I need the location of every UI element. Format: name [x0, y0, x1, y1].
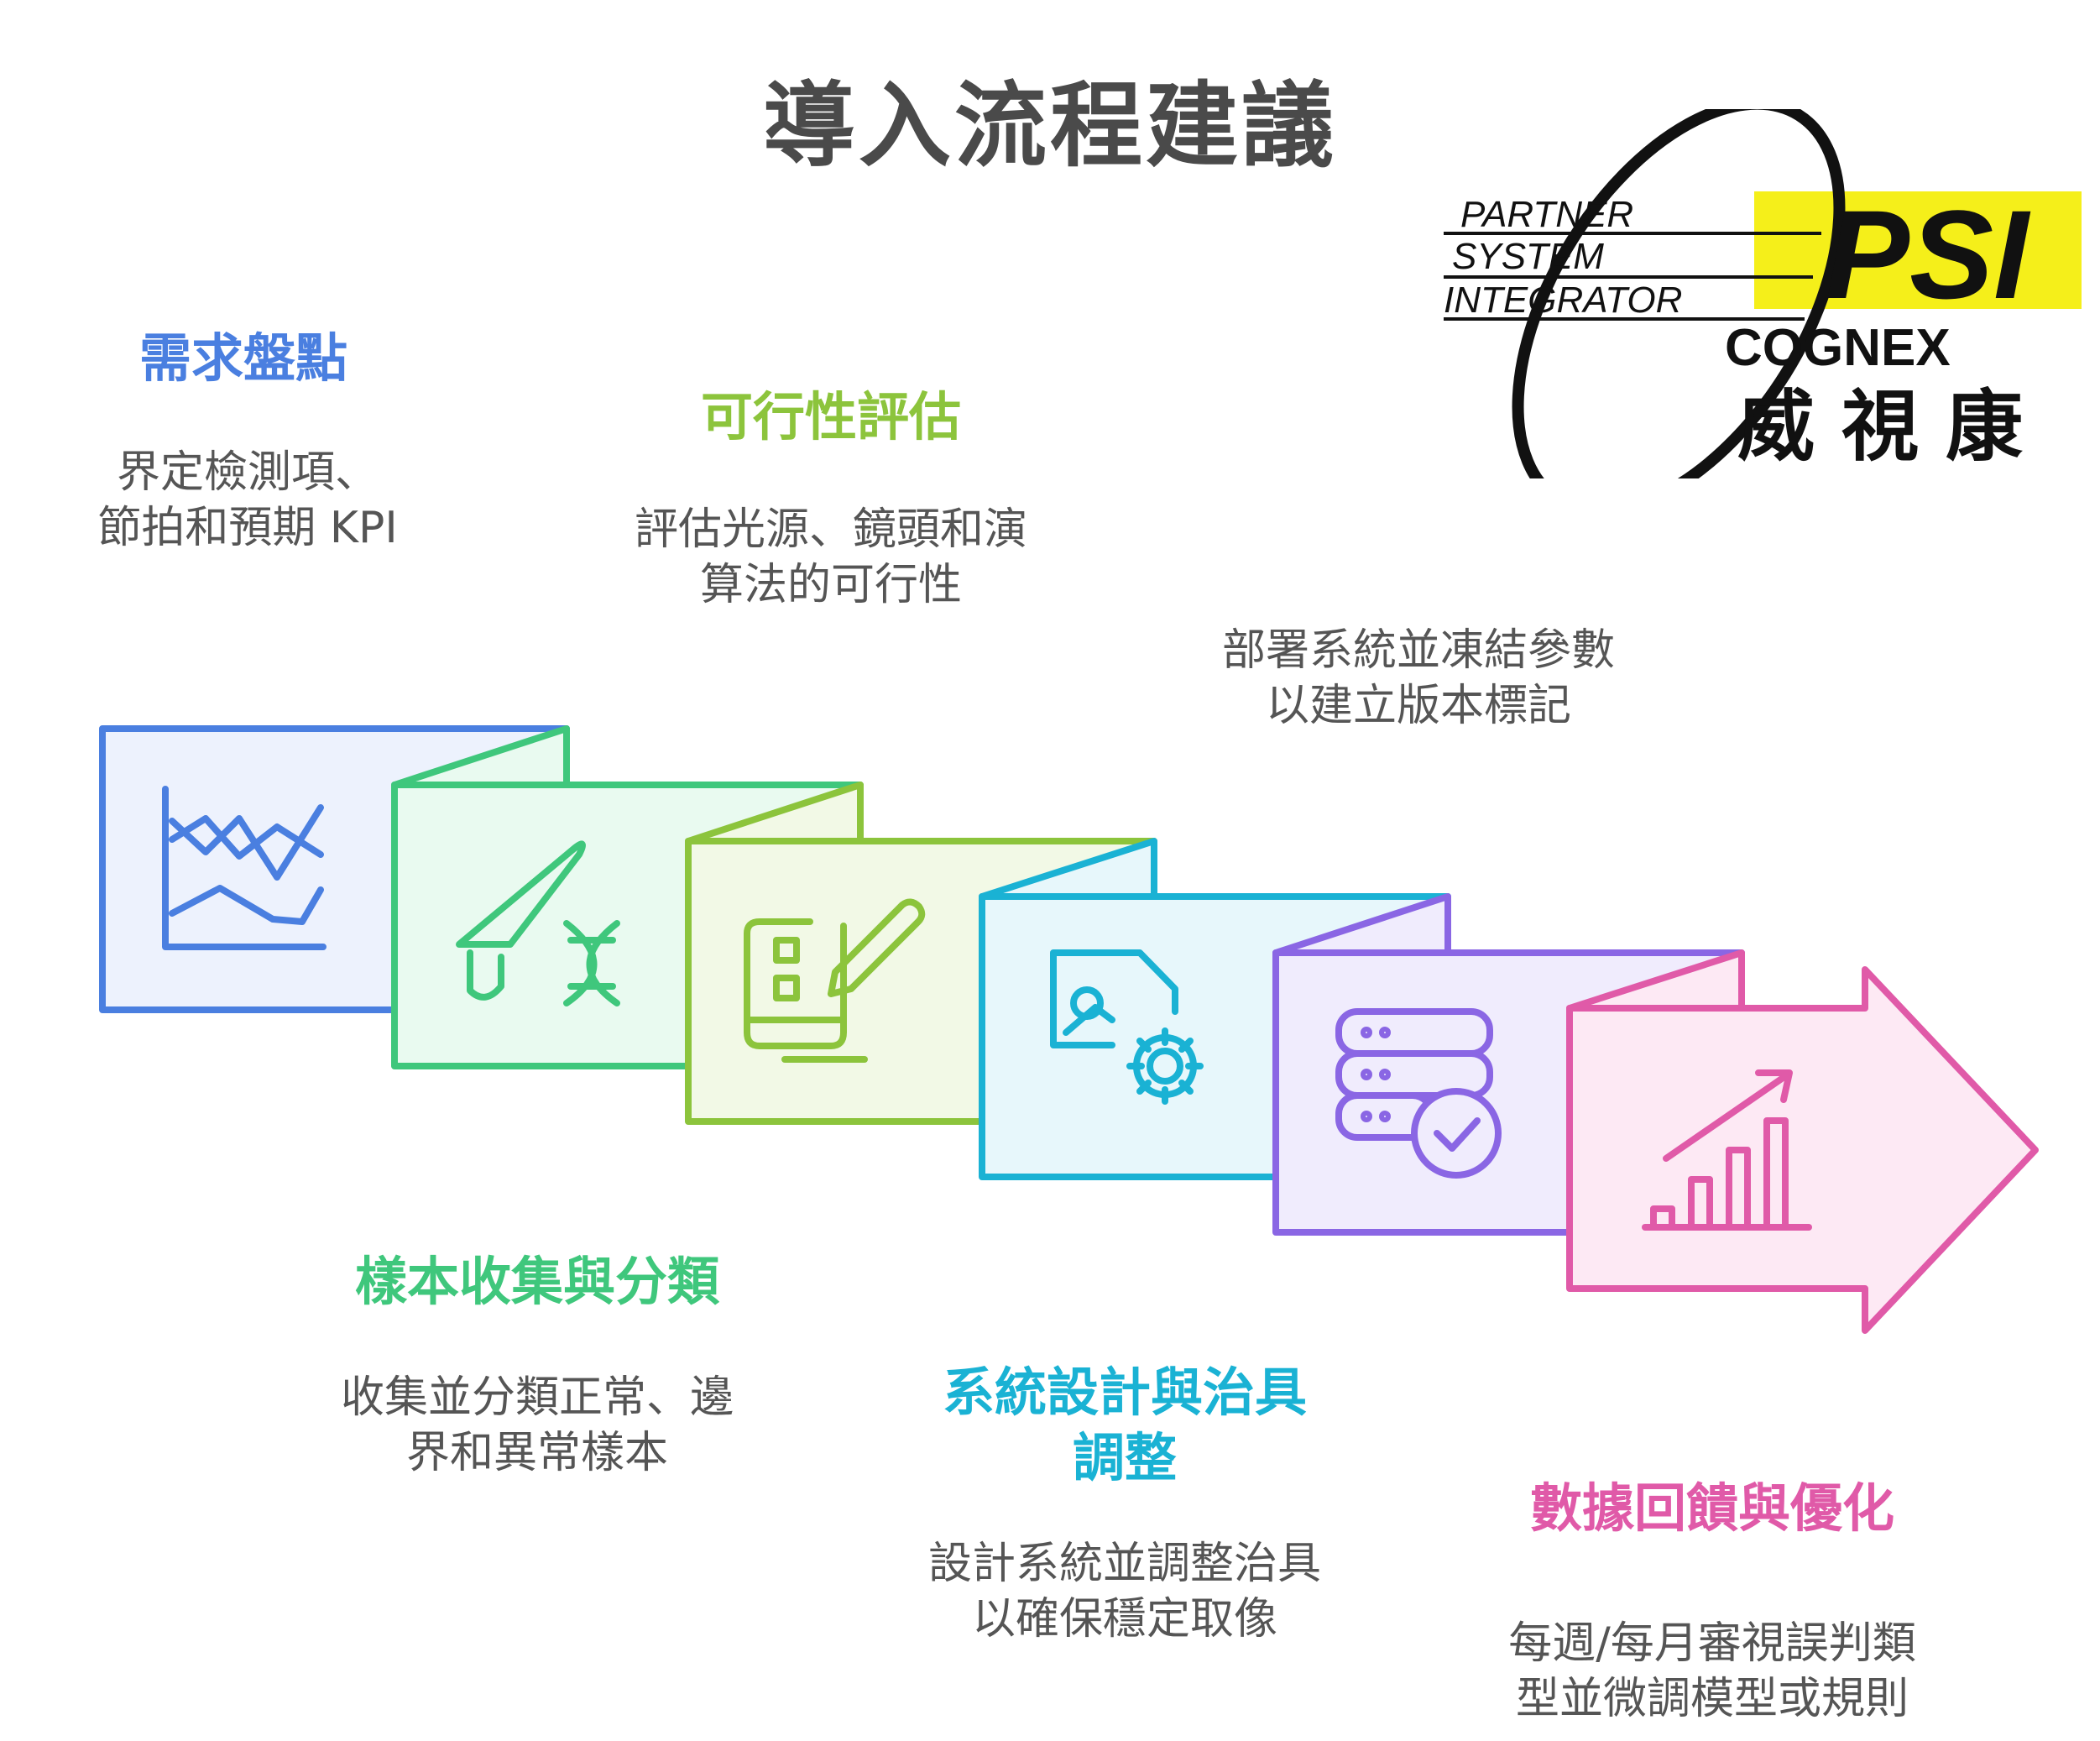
logo-cognex: COGNEX — [1725, 319, 1951, 377]
monitor-edit-icon — [744, 898, 926, 1063]
logo-yellow-block — [1754, 191, 2082, 309]
logo-chinese: 威 視 康 — [1737, 382, 2023, 472]
image-gear-icon — [1050, 949, 1204, 1105]
step-2-desc: 評估光源、鏡頭和演 算法的可行性 — [634, 505, 1027, 610]
logo-line3: INTEGRATOR — [1444, 280, 1682, 321]
step-1-desc: 界定檢測項、 節拍和預期 KPI — [97, 447, 398, 553]
step-5-desc: 設計系統並調整治具 以確保穩定取像 — [927, 1539, 1321, 1644]
partner-logo: PARTNER SYSTEM INTEGRATOR PSI COGNEX 威 視… — [1444, 109, 2082, 478]
logo-psi: PSI — [1826, 184, 2031, 325]
step-6-title: 數據回饋與優化 — [1529, 1477, 1894, 1539]
step-4-desc: 部署系統並凍結參數 以建立版本標記 — [1221, 625, 1615, 731]
step-5-title: 系統設計與治具 調整 — [942, 1362, 1307, 1488]
logo-line1: PARTNER — [1460, 194, 1633, 235]
scalpel-dna-icon — [456, 840, 620, 1006]
logo-orbit-ring — [1512, 109, 1846, 478]
step-3-title: 樣本收集與分類 — [354, 1251, 719, 1312]
step-1-title: 需求盤點 — [138, 327, 347, 389]
growth-bar-chart-icon — [1642, 1069, 1812, 1231]
step-2-title: 可行性評估 — [700, 386, 961, 447]
step-panel-6-arrow — [1566, 949, 2039, 1334]
logo-line2: SYSTEM — [1452, 236, 1604, 277]
line-chart-icon — [162, 786, 326, 950]
step-6-desc: 每週/每月審視誤判類 型並微調模型或規則 — [1508, 1618, 1916, 1724]
page-title: 導入流程建議 — [763, 72, 1337, 180]
step-3-desc: 收集並分類正常、邊 界和異常樣本 — [340, 1372, 734, 1478]
server-check-icon — [1335, 1008, 1502, 1179]
